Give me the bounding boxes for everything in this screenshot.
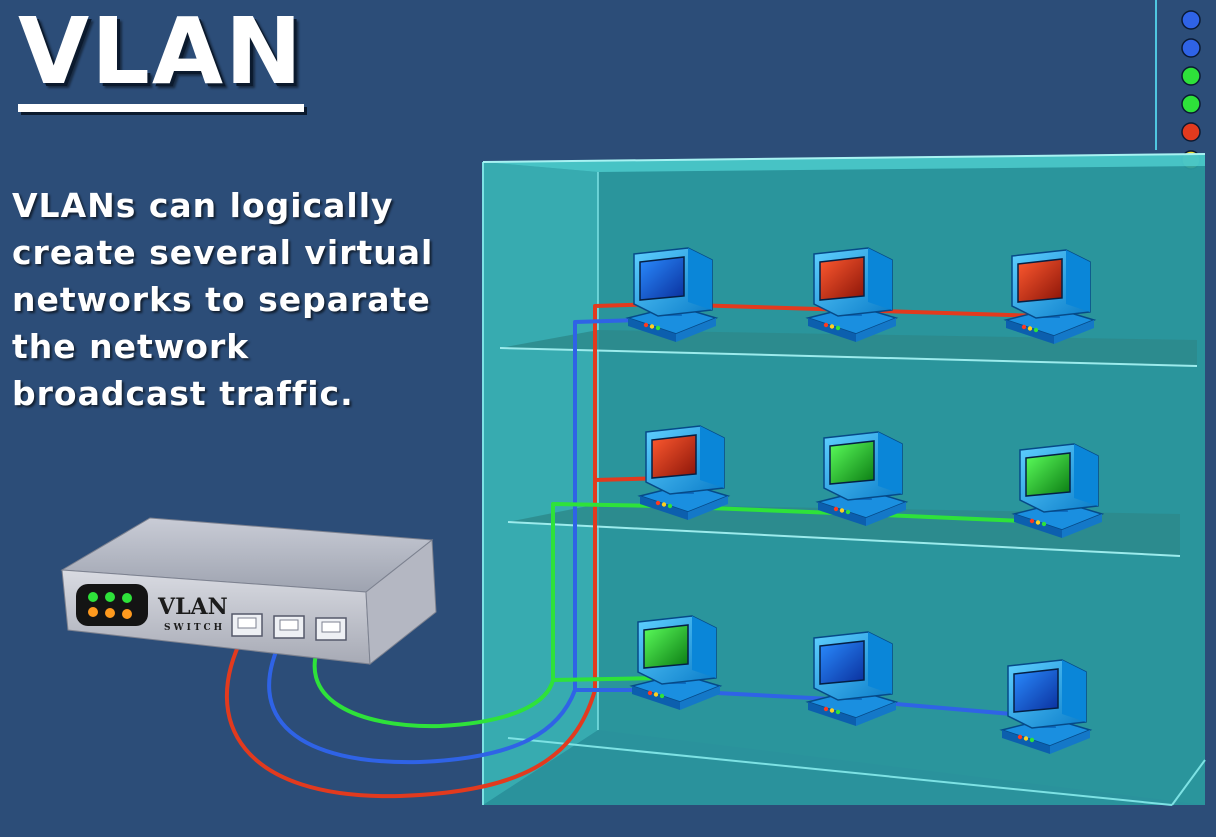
status-led [105, 608, 115, 618]
computer [805, 631, 899, 726]
switch-label: VLAN [157, 594, 228, 620]
page-title: VLAN [18, 0, 305, 105]
legend-dot [1181, 122, 1201, 142]
computer [815, 431, 909, 526]
screen [1025, 452, 1071, 497]
legend-dot [1181, 66, 1201, 86]
screen [639, 256, 685, 301]
vlan-switch: VLAN SWITCH [60, 517, 437, 665]
screen [1013, 668, 1059, 713]
blue-vlan-cable [267, 318, 642, 765]
computer [805, 247, 899, 342]
switch-sublabel: SWITCH [164, 623, 225, 633]
screen [651, 434, 697, 479]
status-led [88, 607, 98, 617]
legend-dot [1181, 38, 1201, 58]
red-vlan-cable [224, 302, 1042, 799]
computer [999, 659, 1093, 754]
green-vlan-cable [312, 502, 1047, 729]
screen [1017, 258, 1063, 303]
legend-dot [1181, 94, 1201, 114]
led-panel [76, 584, 148, 626]
screen [829, 440, 875, 485]
computer [1011, 443, 1105, 538]
computer [637, 425, 731, 520]
status-led [122, 609, 132, 619]
screen [819, 256, 865, 301]
status-led [88, 592, 98, 602]
vlan-cables [224, 302, 1047, 799]
description-text: VLANs can logically create several virtu… [12, 186, 434, 413]
screen [643, 624, 689, 669]
computer [625, 247, 719, 342]
green-vlan-bottom-run [551, 676, 662, 682]
blue-vlan-bottom-run [573, 688, 1037, 718]
title-underline [18, 104, 304, 112]
corner-legend [1155, 0, 1201, 170]
screen [819, 640, 865, 685]
computer [629, 615, 723, 710]
status-led [105, 592, 115, 602]
legend-dot [1181, 10, 1201, 30]
status-led [122, 593, 132, 603]
computer [1003, 249, 1097, 344]
computers [625, 247, 1105, 754]
